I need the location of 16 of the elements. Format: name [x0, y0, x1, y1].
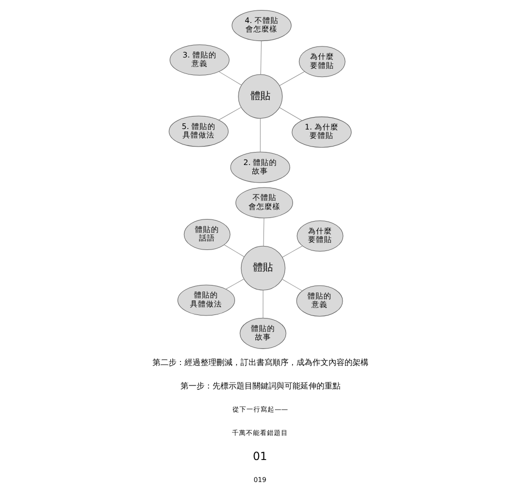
- connector: [225, 278, 244, 290]
- label: 第二步：經過整理刪減，訂出書寫順序，成為作文內容的架構: [152, 356, 368, 367]
- connector: [224, 244, 244, 257]
- connector: [262, 290, 263, 318]
- node-circle: 體貼: [238, 74, 282, 119]
- connector: [262, 218, 264, 246]
- connector: [282, 246, 302, 258]
- connector: [278, 71, 304, 86]
- label: 01: [252, 450, 267, 463]
- connector: [218, 71, 242, 86]
- node-circle: 體貼: [240, 246, 285, 290]
- connector: [218, 107, 241, 120]
- connector: [281, 278, 302, 292]
- connector: [278, 107, 302, 121]
- label: 第一步：先標示題目關鍵詞與可能延伸的重點: [180, 380, 340, 390]
- connector: [260, 40, 262, 75]
